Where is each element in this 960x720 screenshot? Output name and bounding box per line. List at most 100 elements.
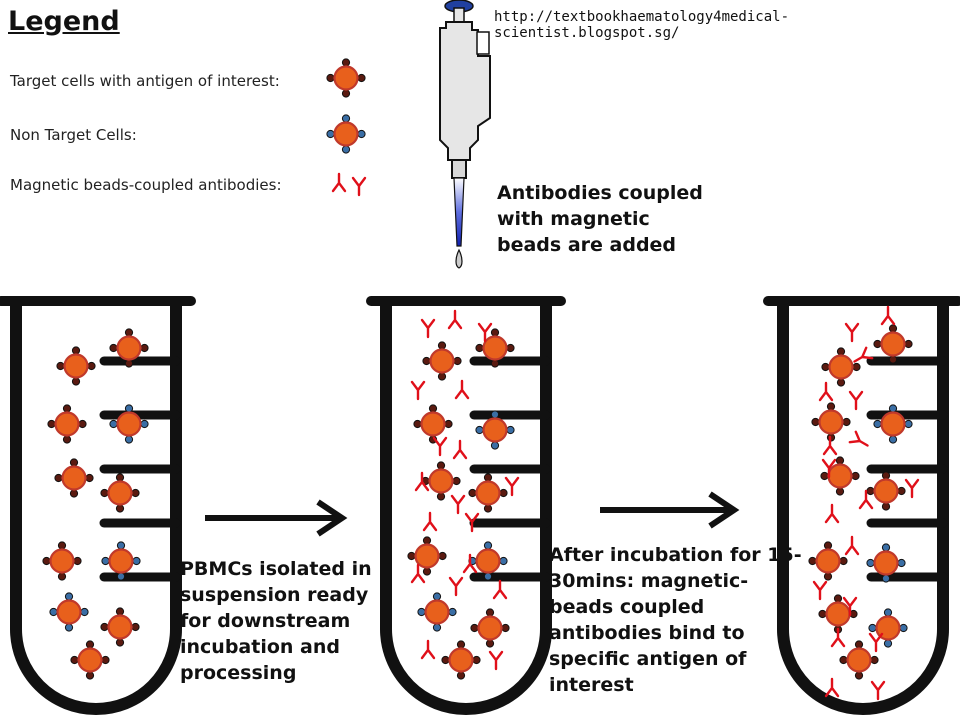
antibody xyxy=(410,563,426,584)
antibody xyxy=(824,503,840,524)
target-cell xyxy=(873,324,913,364)
target-cell xyxy=(475,328,515,368)
after-incubation-text: After incubation for 15- 30mins: magneti… xyxy=(549,542,802,698)
legend-nontarget-label: Non Target Cells: xyxy=(10,126,137,144)
target-cell xyxy=(100,607,140,647)
legend-title: Legend xyxy=(8,6,120,37)
antibody xyxy=(447,309,463,330)
target-cell xyxy=(413,404,453,444)
target-cell xyxy=(421,461,461,501)
process-arrow-2 xyxy=(600,491,740,529)
target-cell xyxy=(109,328,149,368)
after-incubation-line: beads coupled xyxy=(549,596,705,618)
antibody xyxy=(848,390,864,411)
target-cell xyxy=(839,640,879,680)
pipette-icon xyxy=(439,0,491,269)
target-cell xyxy=(54,458,94,498)
pbmcs-line: PBMCs isolated in xyxy=(180,558,372,580)
antibody xyxy=(420,639,436,660)
source-url: http://textbookhaematology4medical-scien… xyxy=(494,9,790,41)
target-cell xyxy=(811,402,851,442)
non-target-cell xyxy=(475,410,515,450)
antibody xyxy=(452,439,468,460)
after-incubation-line: After incubation for 15- xyxy=(549,544,802,566)
antibody xyxy=(450,494,466,515)
after-incubation-line: interest xyxy=(549,674,634,696)
antibody xyxy=(853,346,874,363)
non-target-cell xyxy=(868,608,908,648)
pbmcs-line: processing xyxy=(180,662,297,684)
target-cell xyxy=(42,541,82,581)
antibody xyxy=(432,436,448,457)
target-cell xyxy=(407,536,447,576)
antibody xyxy=(870,680,886,701)
target-cell xyxy=(468,473,508,513)
pbmcs-line: suspension ready xyxy=(180,584,369,606)
antibodies-added-line: beads are added xyxy=(497,234,677,256)
target-cell xyxy=(818,594,858,634)
antibody xyxy=(454,379,470,400)
target-cell xyxy=(100,473,140,513)
antibody xyxy=(868,632,884,653)
antibody xyxy=(464,512,480,533)
antibody xyxy=(858,489,874,510)
antibody xyxy=(422,511,438,532)
target-cell xyxy=(470,608,510,648)
after-incubation-line: antibodies bind to xyxy=(549,622,745,644)
antibody xyxy=(504,476,520,497)
target-cell xyxy=(866,471,906,511)
antibody xyxy=(880,305,896,326)
antibody xyxy=(448,576,464,597)
legend-target-label: Target cells with antigen of interest: xyxy=(10,72,280,90)
antibodies-added-line: with magnetic xyxy=(497,208,650,230)
target-cell xyxy=(808,541,848,581)
target-cell xyxy=(441,640,481,680)
non-target-cell xyxy=(49,592,89,632)
antibody xyxy=(488,650,504,671)
antibody xyxy=(824,677,840,698)
antibody xyxy=(821,458,837,479)
antibody xyxy=(822,435,838,456)
antibody xyxy=(830,627,846,648)
pbmcs-text: PBMCs isolated in suspension ready for d… xyxy=(180,556,372,686)
antibody xyxy=(842,596,858,617)
non-target-cell xyxy=(866,543,906,583)
non-target-cell xyxy=(101,541,141,581)
antibody xyxy=(812,580,828,601)
after-incubation-line: specific antigen of xyxy=(549,648,747,670)
non-target-cell xyxy=(109,404,149,444)
antibody xyxy=(420,318,436,339)
target-cell xyxy=(70,640,110,680)
antibody xyxy=(844,322,860,343)
legend-nontarget-cell-icon xyxy=(326,114,366,154)
antibody xyxy=(492,579,508,600)
target-cell xyxy=(422,341,462,381)
antibody xyxy=(462,553,478,574)
antibody xyxy=(477,322,493,343)
legend-target-cell-icon xyxy=(326,58,366,98)
target-cell xyxy=(56,346,96,386)
target-cell xyxy=(820,456,860,496)
antibodies-added-text: Antibodies coupled with magnetic beads a… xyxy=(497,180,703,258)
antibody xyxy=(414,471,430,492)
antibody xyxy=(410,380,426,401)
after-incubation-line: 30mins: magnetic- xyxy=(549,570,749,592)
antibody xyxy=(844,535,860,556)
legend-beads-label: Magnetic beads-coupled antibodies: xyxy=(10,176,282,194)
non-target-cell xyxy=(417,592,457,632)
pbmcs-line: for downstream xyxy=(180,610,351,632)
antibody xyxy=(848,430,869,447)
legend-antibody-icon xyxy=(331,172,347,193)
antibody xyxy=(818,381,834,402)
antibodies-added-line: Antibodies coupled xyxy=(497,182,703,204)
non-target-cell xyxy=(873,404,913,444)
tubes-layer xyxy=(0,296,960,715)
target-cell xyxy=(47,404,87,444)
legend-antibody-icon xyxy=(351,176,367,197)
target-cell xyxy=(821,347,861,387)
pbmcs-line: incubation and xyxy=(180,636,340,658)
process-arrow-1 xyxy=(205,499,348,537)
non-target-cell xyxy=(468,541,508,581)
antibody xyxy=(904,478,920,499)
